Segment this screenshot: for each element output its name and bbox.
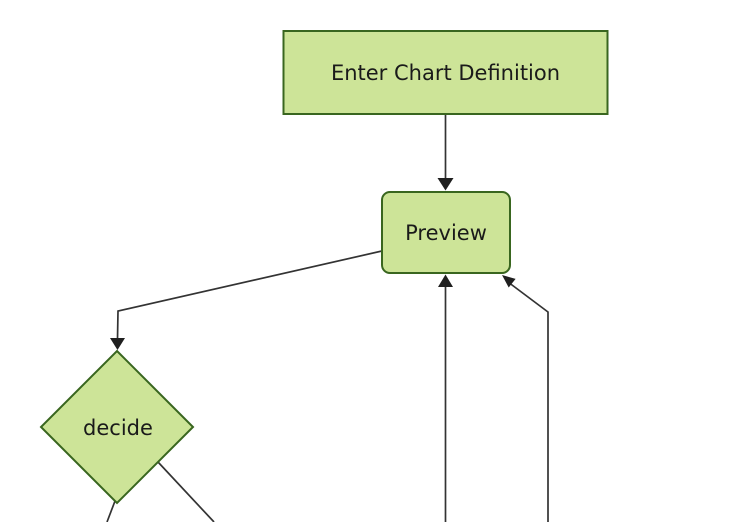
arrowhead-offscreen-to-preview-corner xyxy=(502,275,516,288)
edge-decide-to-offscreen-right xyxy=(157,461,215,522)
node-enter-chart-definition xyxy=(282,30,609,115)
node-enter-chart-definition-label: Enter Chart Definition xyxy=(331,61,560,85)
node-decide-label: decide xyxy=(83,416,153,440)
node-decide xyxy=(39,349,195,505)
arrowhead-preview-to-decide xyxy=(110,338,125,350)
node-preview xyxy=(381,191,511,274)
edge-preview-to-decide xyxy=(116,250,383,340)
arrowhead-offscreen-to-preview-bottom xyxy=(438,274,453,287)
edge-offscreen-to-preview-corner xyxy=(509,282,549,522)
arrowhead-enter-to-preview xyxy=(437,178,454,191)
edge-decide-to-offscreen-left xyxy=(106,500,116,522)
node-preview-label: Preview xyxy=(405,221,487,245)
